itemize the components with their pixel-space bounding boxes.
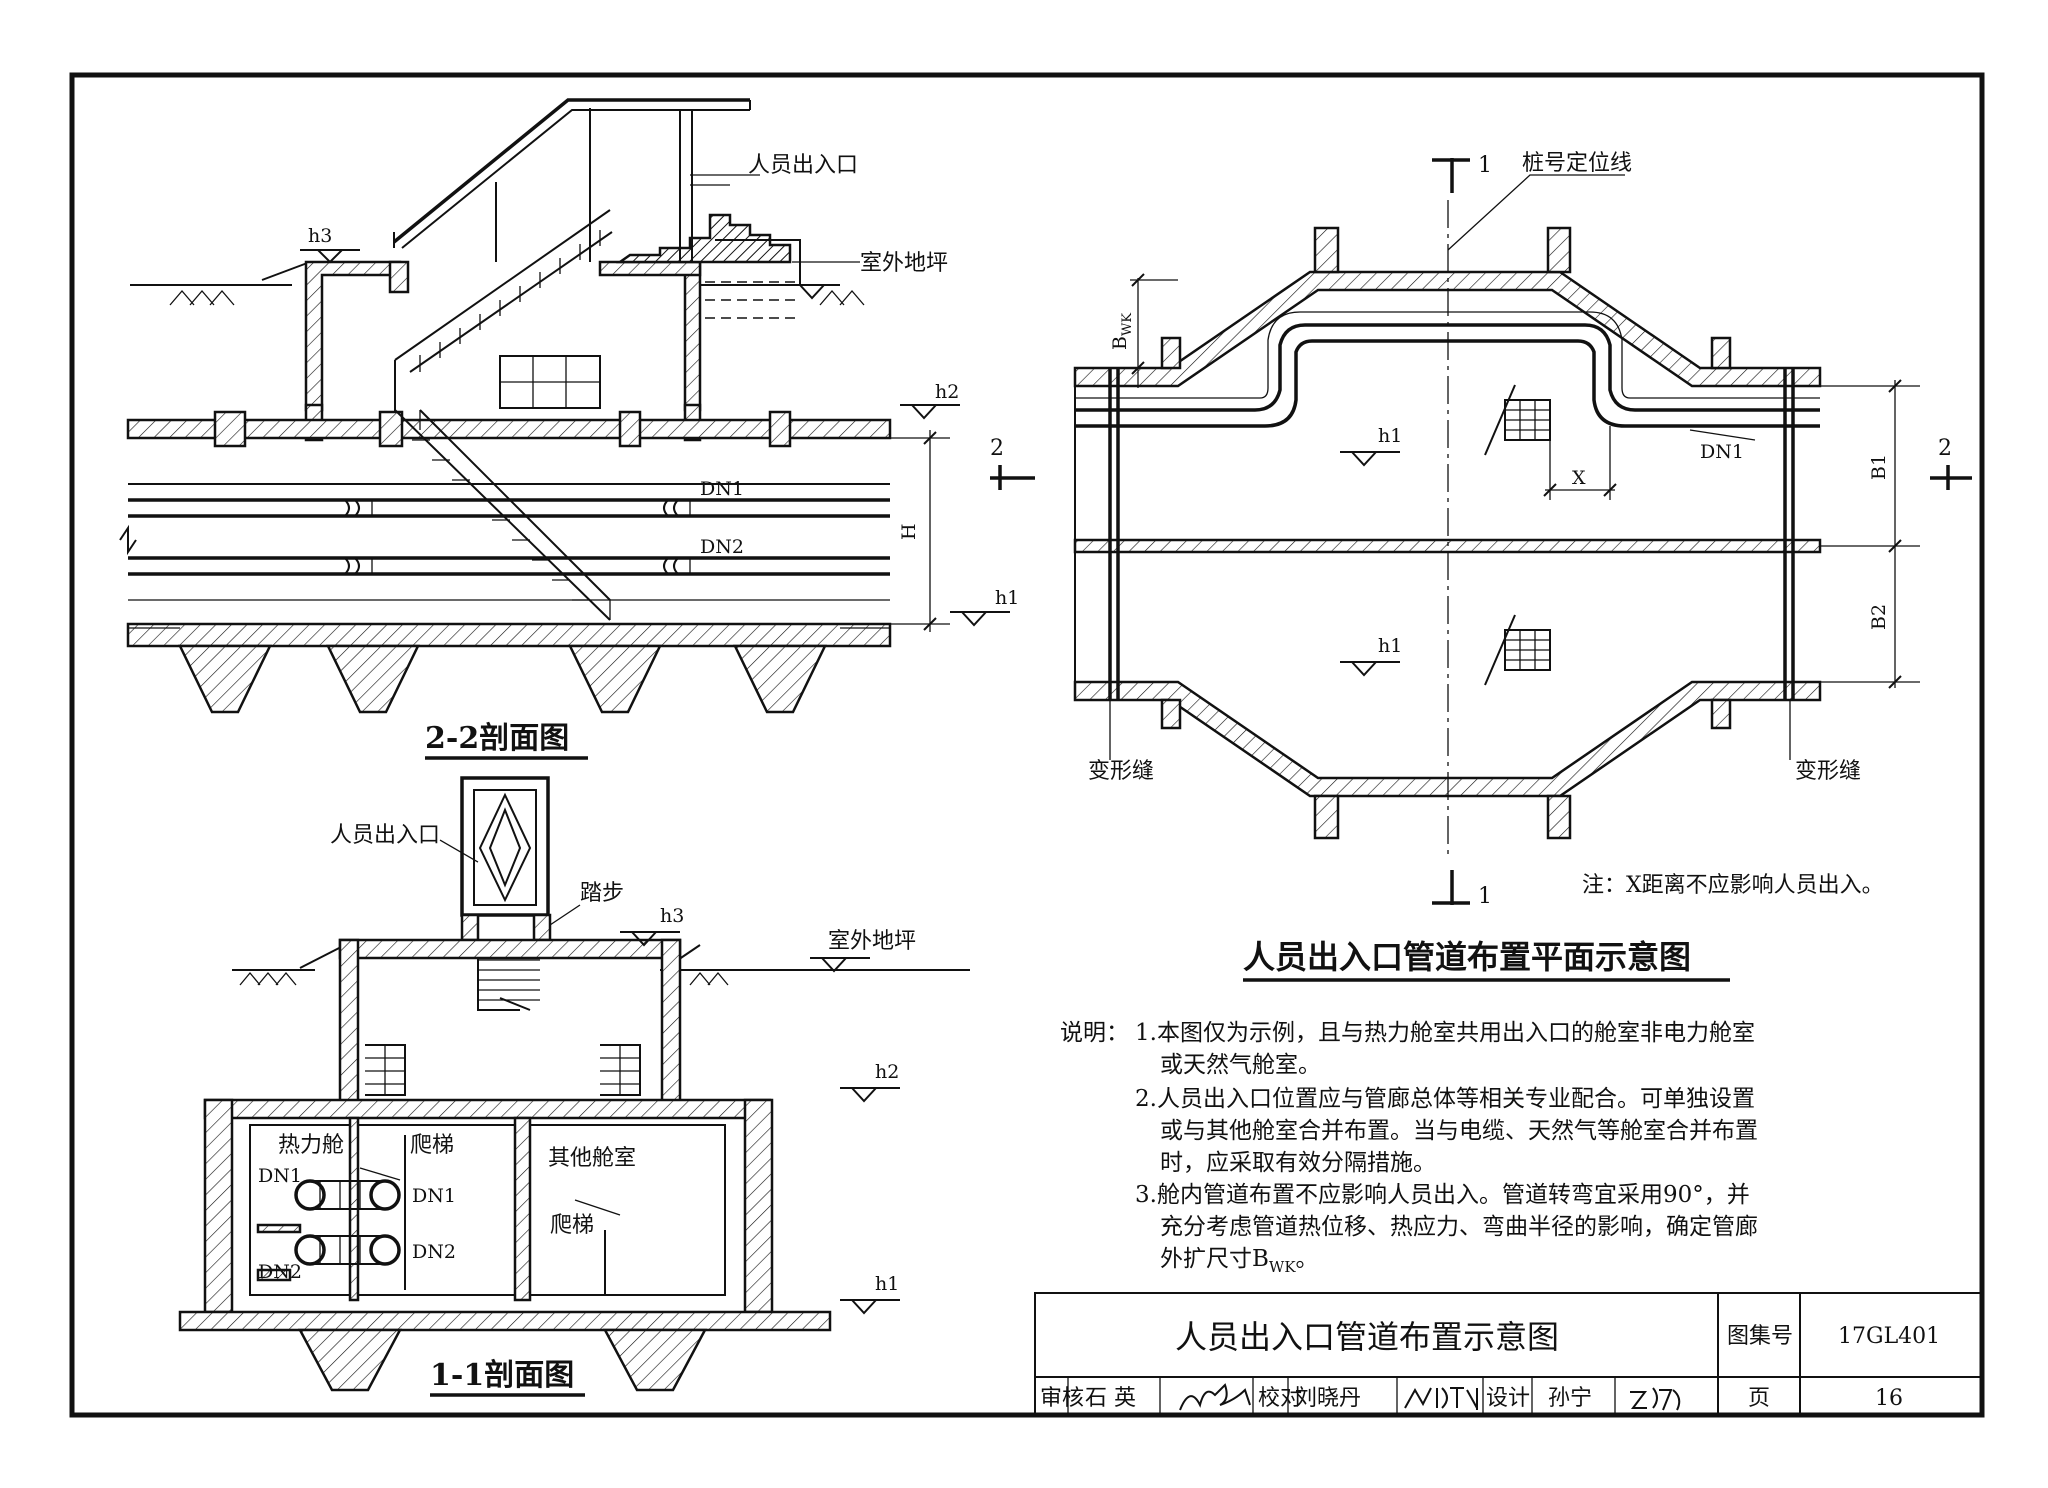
atlas-no-label: 图集号 <box>1727 1324 1793 1349</box>
check-label: 校对 <box>1258 1386 1302 1411</box>
plan-cut-2-label: 2 <box>1938 436 1952 461</box>
s11-ladder2-label: 爬梯 <box>550 1213 594 1238</box>
plan-h1-bottom-label: h1 <box>1378 635 1402 657</box>
note-2: 2.人员出入口位置应与管廊总体等相关专业配合。可单独设置 <box>1135 1086 1755 1112</box>
plan-b1-label: B1 <box>1868 454 1890 480</box>
s22-h1-label: h1 <box>995 587 1019 609</box>
plan-note: 注：X距离不应影响人员出入。 <box>1582 873 1884 898</box>
note-1: 1.本图仅为示例，且与热力舱室共用出入口的舱室非电力舱室 <box>1135 1020 1755 1046</box>
plan-cut-1-bottom: 1 <box>1478 884 1492 909</box>
note-3: 3.舱内管道布置不应影响人员出入。管道转弯宜采用90°，并 <box>1135 1182 1750 1208</box>
plan-x-label: X <box>1572 467 1586 489</box>
note-3c: 外扩尺寸BWK。 <box>1160 1246 1319 1276</box>
s22-h3-label: h3 <box>308 225 332 247</box>
s11-dn2-right-label: DN2 <box>412 1241 456 1263</box>
s11-h3-label: h3 <box>660 905 684 927</box>
plan-station-line-label: 桩号定位线 <box>1522 151 1632 176</box>
designer-name: 孙宁 <box>1548 1386 1592 1411</box>
s11-entrance-label: 人员出入口 <box>330 823 440 848</box>
s11-ladder-label: 爬梯 <box>410 1133 454 1158</box>
checker-name: 刘晓丹 <box>1295 1386 1361 1411</box>
section-1-1-title: 1-1剖面图 <box>430 1358 574 1393</box>
checker-signature <box>1404 1387 1478 1410</box>
review-label: 审核 <box>1040 1386 1084 1411</box>
section-1-1 <box>178 776 970 1392</box>
note-2c: 时，应采取有效分隔措施。 <box>1160 1150 1436 1176</box>
section-2-2 <box>119 98 1035 714</box>
page-number: 16 <box>1875 1386 1903 1411</box>
plan-b2-label: B2 <box>1868 604 1890 630</box>
atlas-no: 17GL401 <box>1838 1324 1940 1349</box>
title-block-title: 人员出入口管道布置示意图 <box>1175 1318 1559 1356</box>
s22-h-dim-label: H <box>898 523 920 540</box>
plan-title: 人员出入口管道布置平面示意图 <box>1243 938 1691 976</box>
s11-dn2-left-label: DN2 <box>258 1261 302 1283</box>
s11-h2-label: h2 <box>875 1061 899 1083</box>
s11-other-cabin-label: 其他舱室 <box>548 1146 636 1171</box>
notes-block: 说明： 1.本图仅为示例，且与热力舱室共用出入口的舱室非电力舱室 或天然气舱室。… <box>1060 1020 1758 1276</box>
s11-h1-label: h1 <box>875 1273 899 1295</box>
design-label: 设计 <box>1486 1386 1530 1411</box>
designer-signature <box>1630 1387 1681 1411</box>
note-2b: 或与其他舱室合并布置。当与电缆、天然气等舱室合并布置 <box>1160 1118 1758 1144</box>
s11-steps-label: 踏步 <box>580 881 624 906</box>
plan-joint-right-label: 变形缝 <box>1795 759 1861 784</box>
s22-dn1-label: DN1 <box>700 478 744 500</box>
plan-h1-top-label: h1 <box>1378 425 1402 447</box>
s11-dn1-left-label: DN1 <box>258 1165 302 1187</box>
s22-dn2-label: DN2 <box>700 536 744 558</box>
title-block <box>1034 1292 1983 1416</box>
s22-h2-label: h2 <box>935 381 959 403</box>
page-label: 页 <box>1748 1386 1770 1411</box>
plan-joint-left-label: 变形缝 <box>1088 759 1154 784</box>
s22-entrance-label: 人员出入口 <box>748 153 858 178</box>
plan-view <box>1073 158 1972 905</box>
note-3b: 充分考虑管道热位移、热应力、弯曲半径的影响，确定管廊 <box>1160 1214 1758 1240</box>
section-2-2-title: 2-2剖面图 <box>425 721 569 756</box>
plan-dn1-label: DN1 <box>1700 441 1744 463</box>
s11-dn1-right-label: DN1 <box>412 1185 456 1207</box>
notes-lead: 说明： <box>1060 1020 1129 1046</box>
plan-bwk-label: BWK <box>1109 313 1135 350</box>
sheet-border <box>69 72 1985 1418</box>
s22-cut-number: 2 <box>990 436 1004 461</box>
s11-heat-cabin-label: 热力舱 <box>278 1133 344 1158</box>
s22-outdoor-ground-label: 室外地坪 <box>860 251 948 276</box>
reviewer-signature <box>1179 1383 1251 1411</box>
note-1b: 或天然气舱室。 <box>1160 1052 1321 1078</box>
plan-cut-1-top: 1 <box>1478 153 1492 178</box>
s11-outdoor-ground-label: 室外地坪 <box>828 929 916 954</box>
reviewer-name: 石 英 <box>1085 1386 1136 1411</box>
